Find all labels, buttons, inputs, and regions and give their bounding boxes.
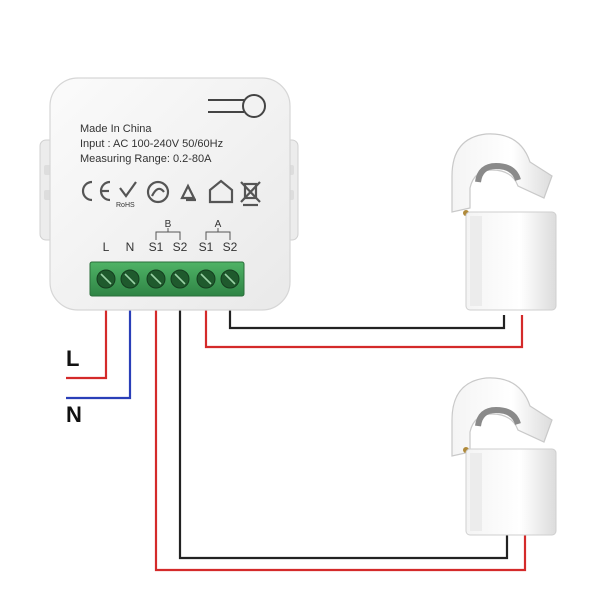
recycle-swirl-icon (146, 180, 170, 204)
wires (66, 310, 527, 572)
recycle-icon (180, 183, 196, 202)
clamp-a-black-wire (228, 310, 506, 330)
terminal-n-label: N (125, 240, 135, 254)
rohs-label: RoHS (116, 202, 135, 209)
weee-bin-icon (240, 181, 261, 207)
terminal-a-s1-label: S1 (198, 240, 214, 254)
clamp-a-red-wire (204, 310, 524, 349)
clamp-b-black-wire (178, 310, 509, 560)
check-icon (119, 181, 137, 198)
terminal-block (89, 261, 245, 297)
terminal-l-label: L (102, 240, 110, 254)
reset-button-icon (208, 94, 266, 118)
terminal-b-s2-label: S2 (172, 240, 188, 254)
terminal-b-s1-label: S1 (148, 240, 164, 254)
terminal-screws (96, 269, 240, 289)
group-brackets (155, 228, 231, 240)
live-wire-label: L (66, 346, 80, 371)
clamp-b-red-wire (154, 310, 527, 572)
made-in-label: Made In China (80, 123, 152, 135)
ce-mark-icon (81, 180, 111, 202)
input-rating-label: Input : AC 100-240V 50/60Hz (80, 138, 224, 150)
clamp-sensor-b (451, 377, 557, 536)
group-a-label: A (214, 219, 222, 230)
clamp-sensor-a (451, 133, 557, 311)
live-input-wire (66, 310, 108, 380)
neutral-wire-label: N (66, 402, 82, 427)
neutral-input-wire (66, 310, 132, 400)
group-b-label: B (164, 219, 172, 230)
house-icon (208, 179, 234, 204)
terminal-a-s2-label: S2 (222, 240, 238, 254)
smart-meter-module (39, 77, 299, 311)
certification-icons (81, 179, 261, 207)
measuring-range-label: Measuring Range: 0.2-80A (80, 153, 212, 165)
